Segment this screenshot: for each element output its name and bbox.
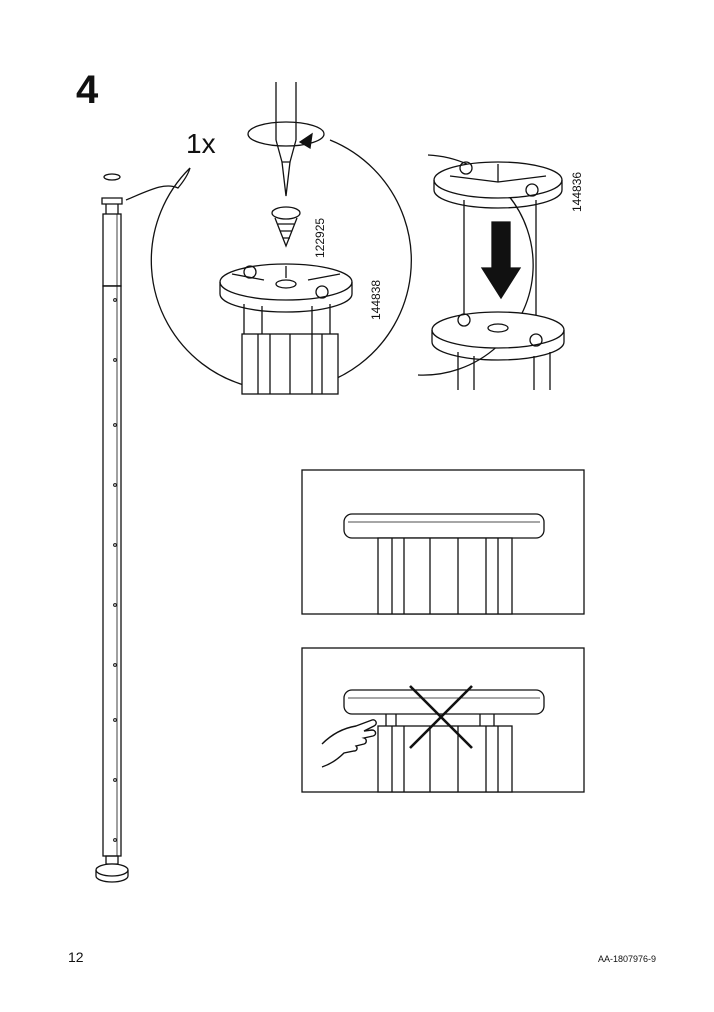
quantity-label: 1x [186,128,216,159]
callout-pointer [125,167,191,201]
part-number-disc: 144836 [570,171,584,212]
document-id: AA-1807976-9 [598,954,657,964]
panel-correct [301,469,585,615]
pole [95,173,129,883]
part-number-plate: 144838 [369,279,383,320]
panel-incorrect [301,647,585,793]
page-number: 12 [68,949,84,965]
step-number: 4 [76,68,99,112]
detail-circle-assembly [417,154,565,390]
detail-circle-screwing [150,82,412,395]
part-number-screw: 122925 [313,217,327,258]
